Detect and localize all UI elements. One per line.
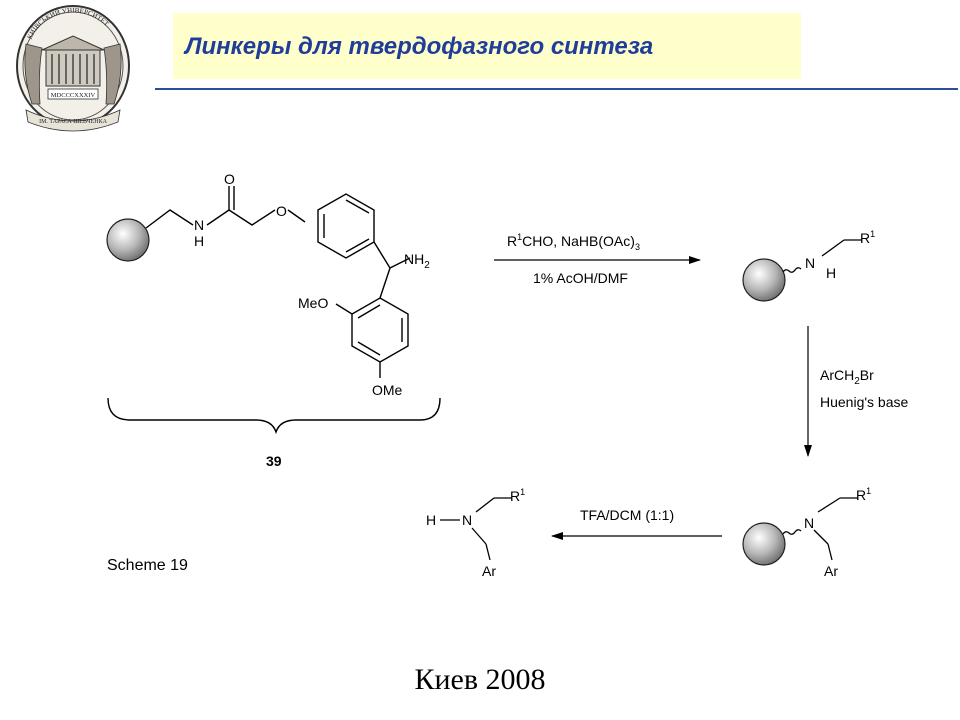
product-3: H N R1 Ar: [426, 487, 525, 579]
amide-h: H: [194, 233, 204, 249]
compound-brace: [107, 397, 441, 435]
title-underline: [155, 88, 958, 90]
product-1: N H R1: [742, 229, 875, 302]
amine-nh2: NH2: [404, 251, 430, 271]
product-2: N R1 Ar: [742, 486, 871, 579]
step2-reagent-a: ArCH2Br: [820, 367, 874, 387]
product3-r1: R1: [510, 487, 525, 504]
product1-h: H: [826, 265, 836, 281]
step3-reagent: TFA/DCM (1:1): [580, 507, 674, 523]
step1-reagent-b: 1% AcOH/DMF: [533, 270, 628, 286]
compound-39: O N H O NH2 MeO OMe 39: [106, 171, 441, 469]
product1-r1: R1: [860, 229, 875, 246]
methoxy-label-1: MeO: [298, 295, 328, 311]
step-3: TFA/DCM (1:1): [551, 507, 722, 540]
step-1: R1CHO, NaHB(OAc)3 1% AcOH/DMF: [494, 232, 701, 286]
product2-n: N: [804, 515, 814, 531]
product1-n: N: [805, 255, 815, 271]
university-logo: КИЇВСЬКИЙ УНІВЕРСИТЕТ MDCCCXXXIV ІМ. ТАР…: [16, 5, 130, 132]
footer-text: Киев 2008: [414, 663, 546, 696]
compound-number: 39: [266, 453, 282, 469]
step1-reagent-a: R1CHO, NaHB(OAc)3: [507, 232, 640, 252]
methoxy-label-2: OMe: [372, 382, 403, 398]
amide-n: N: [194, 217, 204, 233]
product2-ar: Ar: [824, 563, 838, 579]
step-2: ArCH2Br Huenig's base: [804, 326, 909, 457]
resin-bead: [742, 522, 786, 566]
product2-r1: R1: [856, 486, 871, 503]
ether-o: O: [276, 203, 287, 219]
carbonyl-o: O: [224, 171, 235, 187]
title-box: Линкеры для твердофазного синтеза: [173, 13, 801, 79]
product3-h: H: [426, 512, 436, 528]
logo-bottom-text: ІМ. ТАРАСА ШЕВЧЕНКА: [39, 119, 107, 125]
step2-reagent-b: Huenig's base: [820, 394, 909, 410]
resin-bead: [742, 258, 786, 302]
logo-year-text: MDCCCXXXIV: [51, 92, 96, 99]
scheme-label: Scheme 19: [107, 557, 188, 574]
product3-ar: Ar: [482, 563, 496, 579]
page-title: Линкеры для твердофазного синтеза: [185, 33, 654, 60]
resin-bead: [106, 218, 150, 262]
product3-n: N: [462, 512, 472, 528]
